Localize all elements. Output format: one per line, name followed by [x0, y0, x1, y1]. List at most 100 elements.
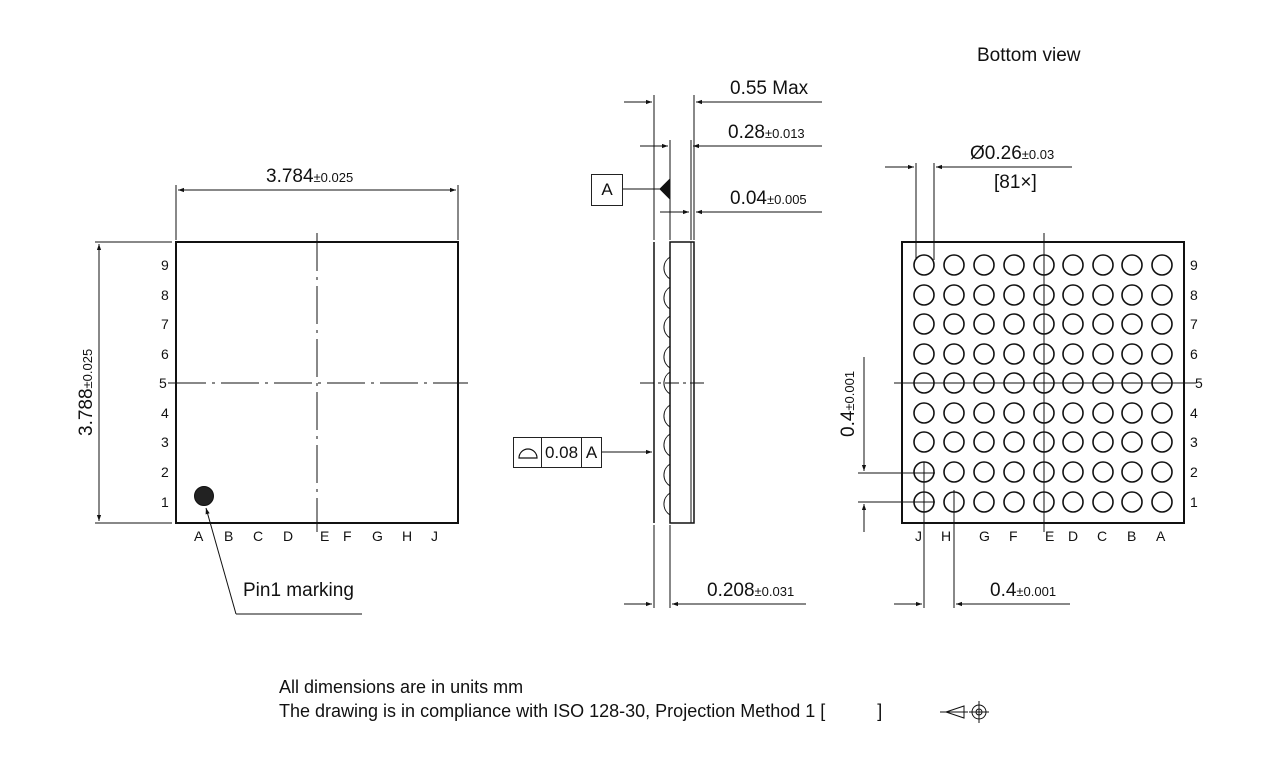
dim-value: Ø0.26	[970, 143, 1022, 164]
solder-ball	[1151, 254, 1173, 276]
col-label: E	[320, 528, 330, 544]
row-label: 3	[161, 434, 169, 450]
solder-ball	[1121, 254, 1143, 276]
row-label: 4	[161, 405, 169, 421]
max-height-dimension: 0.55 Max	[730, 78, 809, 99]
solder-ball	[1003, 343, 1025, 365]
ball-height-dimension: 0.208±0.031	[707, 580, 794, 602]
solder-ball	[1121, 313, 1143, 335]
iso-compliance-note: The drawing is in compliance with ISO 12…	[279, 700, 882, 722]
solder-ball	[943, 431, 965, 453]
dim-value: 0.28	[728, 122, 765, 143]
solder-ball	[1003, 402, 1025, 424]
dim-tolerance: ±0.025	[80, 348, 95, 389]
solder-ball	[1092, 313, 1114, 335]
row-label: 1	[161, 494, 169, 510]
col-label: H	[941, 528, 952, 544]
col-label: A	[1156, 528, 1166, 544]
solder-ball	[973, 343, 995, 365]
solder-ball	[1092, 431, 1114, 453]
solder-ball	[973, 461, 995, 483]
solder-ball	[1003, 254, 1025, 276]
col-label: F	[1009, 528, 1018, 544]
solder-ball	[943, 313, 965, 335]
dim-value: 0.208	[707, 580, 755, 601]
solder-ball	[1003, 431, 1025, 453]
dim-tolerance: ±0.001	[842, 370, 857, 411]
solder-ball	[1092, 491, 1114, 513]
solder-ball	[913, 343, 935, 365]
solder-ball	[1003, 491, 1025, 513]
solder-ball	[913, 313, 935, 335]
top-height-dimension: 3.788±0.025	[76, 349, 98, 436]
solder-ball	[943, 402, 965, 424]
col-label: H	[402, 528, 413, 544]
row-label: 8	[161, 287, 169, 303]
pin1-marking-label: Pin1 marking	[243, 580, 354, 601]
col-label: B	[224, 528, 234, 544]
solder-ball	[1121, 284, 1143, 306]
solder-ball	[1151, 284, 1173, 306]
solder-ball	[1092, 254, 1114, 276]
solder-ball	[973, 431, 995, 453]
solder-ball	[1151, 491, 1173, 513]
dim-value: 3.784	[266, 166, 314, 187]
solder-ball	[1092, 461, 1114, 483]
ball-profiles	[663, 256, 671, 516]
solder-ball	[973, 313, 995, 335]
top-view	[95, 185, 468, 615]
solder-ball	[1151, 402, 1173, 424]
row-label: 9	[1190, 257, 1198, 273]
projection-method-icon	[940, 701, 989, 723]
datum-label: A	[601, 180, 613, 199]
row-label: 7	[161, 316, 169, 332]
row-label: 2	[1190, 464, 1198, 480]
solder-ball	[943, 461, 965, 483]
side-view	[600, 95, 822, 608]
solder-ball	[1151, 313, 1173, 335]
row-label: 9	[161, 257, 169, 273]
solder-ball	[1151, 343, 1173, 365]
profile-of-surface-icon	[514, 438, 542, 467]
dim-tolerance: ±0.005	[766, 192, 807, 207]
col-label: A	[194, 528, 204, 544]
solder-ball	[1121, 461, 1143, 483]
row-label: 4	[1190, 405, 1198, 421]
solder-ball	[1121, 402, 1143, 424]
datum-a-box: A	[591, 174, 623, 206]
solder-ball	[1121, 431, 1143, 453]
solder-ball	[973, 491, 995, 513]
gdt-datum: A	[585, 442, 598, 462]
col-label: D	[1068, 528, 1079, 544]
solder-ball	[1003, 284, 1025, 306]
col-label: C	[253, 528, 264, 544]
row-label: 6	[161, 346, 169, 362]
body-thickness-dimension: 0.28±0.013	[728, 122, 805, 144]
solder-ball	[1003, 313, 1025, 335]
solder-ball	[1151, 431, 1173, 453]
gdt-frame: 0.08 A	[513, 437, 602, 468]
solder-ball	[1003, 461, 1025, 483]
col-label: B	[1127, 528, 1137, 544]
ball-count: [81×]	[994, 172, 1037, 193]
solder-ball	[1062, 313, 1084, 335]
solder-ball	[1092, 343, 1114, 365]
solder-ball	[913, 254, 935, 276]
solder-ball	[973, 284, 995, 306]
iso-text: The drawing is in compliance with ISO 12…	[279, 701, 826, 721]
dim-tolerance: ±0.03	[1021, 147, 1055, 162]
solder-ball	[1062, 402, 1084, 424]
row-label: 3	[1190, 434, 1198, 450]
bottom-view-title: Bottom view	[977, 45, 1081, 66]
solder-ball	[1151, 461, 1173, 483]
col-label: G	[979, 528, 990, 544]
units-note: All dimensions are in units mm	[279, 677, 524, 697]
col-label: E	[1045, 528, 1055, 544]
gdt-tolerance: 0.08	[542, 438, 582, 467]
solder-ball	[1062, 491, 1084, 513]
solder-ball	[1062, 431, 1084, 453]
dim-tolerance: ±0.013	[764, 126, 805, 141]
col-label: D	[283, 528, 294, 544]
row-label: 7	[1190, 316, 1198, 332]
